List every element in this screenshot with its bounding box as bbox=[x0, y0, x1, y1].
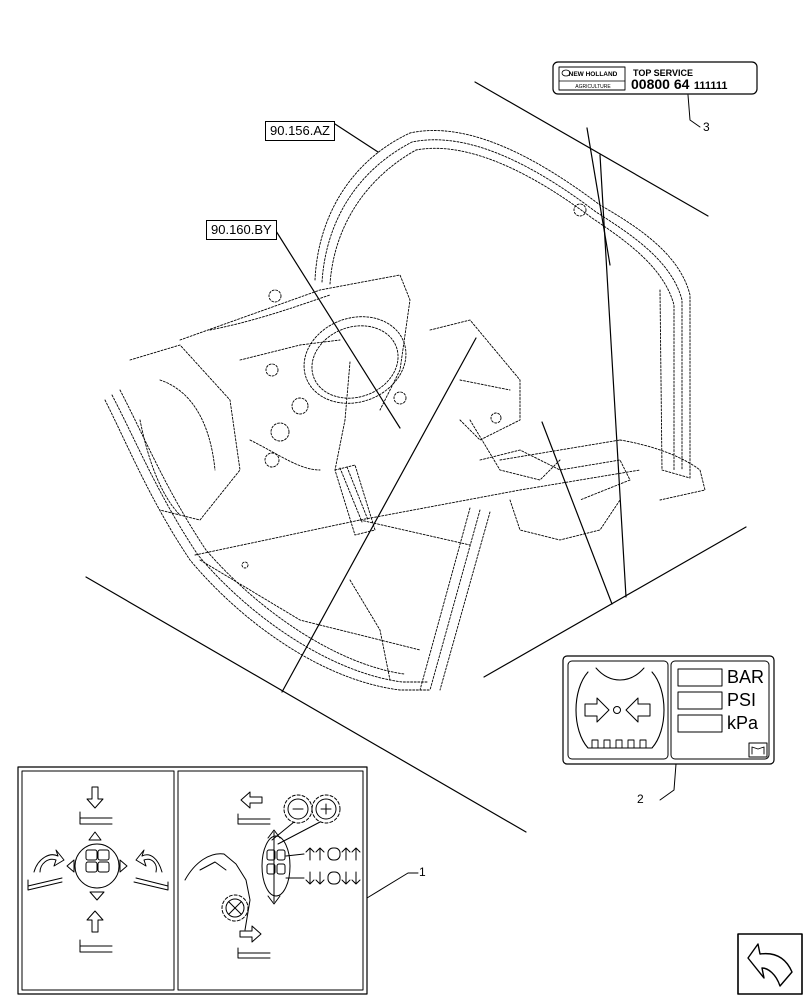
arrow-down-small-icon bbox=[89, 891, 105, 901]
arrow-left-small-icon bbox=[66, 859, 75, 873]
hydraulic-controls-panel bbox=[184, 791, 361, 959]
gear-minus-icon bbox=[287, 798, 309, 820]
arrow-right-icon bbox=[239, 925, 262, 943]
arrow-up-icon bbox=[86, 910, 104, 933]
service-brand-sub: AGRICULTURE bbox=[575, 84, 611, 90]
callout-2: 2 bbox=[637, 792, 644, 806]
service-decal bbox=[552, 61, 758, 128]
joystick-icon bbox=[74, 843, 120, 889]
leader-lines bbox=[85, 81, 747, 833]
curl-left-icon bbox=[33, 849, 65, 873]
operator-manual-icon bbox=[748, 742, 768, 758]
reference-label-b[interactable]: 90.160.BY bbox=[206, 220, 277, 240]
arrow-down-icon bbox=[86, 786, 104, 809]
callout-3: 3 bbox=[703, 120, 710, 134]
up-arrows-row-icon bbox=[305, 847, 361, 861]
hand-icon bbox=[184, 853, 251, 931]
pressure-unit-kpa: kPa bbox=[727, 713, 759, 733]
gear-icon bbox=[225, 898, 245, 918]
loader-controls-panel bbox=[27, 786, 169, 953]
arrow-up-small-icon bbox=[88, 831, 102, 841]
pressure-arrow-right-icon bbox=[625, 697, 651, 723]
arrow-right-small-icon bbox=[119, 859, 128, 873]
cab-frame bbox=[104, 130, 706, 691]
next-page-arrow-icon[interactable] bbox=[737, 933, 803, 995]
joystick-grip-icon bbox=[261, 835, 291, 897]
callout-1: 1 bbox=[419, 865, 426, 879]
arrow-updown-icon bbox=[267, 829, 281, 905]
service-title: TOP SERVICE bbox=[633, 68, 693, 78]
pressure-unit-bar: BAR bbox=[727, 667, 764, 687]
service-number: 00800 64 111111 bbox=[631, 76, 728, 93]
pressure-arrow-left-icon bbox=[584, 697, 610, 723]
pressure-decal bbox=[562, 655, 775, 801]
joystick-decal bbox=[17, 766, 419, 995]
arrow-left-icon bbox=[240, 791, 263, 809]
down-arrows-row-icon bbox=[305, 871, 361, 885]
pressure-unit-psi: PSI bbox=[727, 690, 756, 710]
gear-plus-icon bbox=[315, 798, 337, 820]
service-number-main: 00800 64 bbox=[631, 76, 690, 92]
service-number-tail: 111111 bbox=[694, 80, 728, 92]
service-brand: NEW HOLLAND bbox=[569, 71, 618, 78]
tire-icon bbox=[575, 671, 665, 749]
dump-right-icon bbox=[135, 849, 163, 873]
reference-label-a[interactable]: 90.156.AZ bbox=[265, 121, 335, 141]
